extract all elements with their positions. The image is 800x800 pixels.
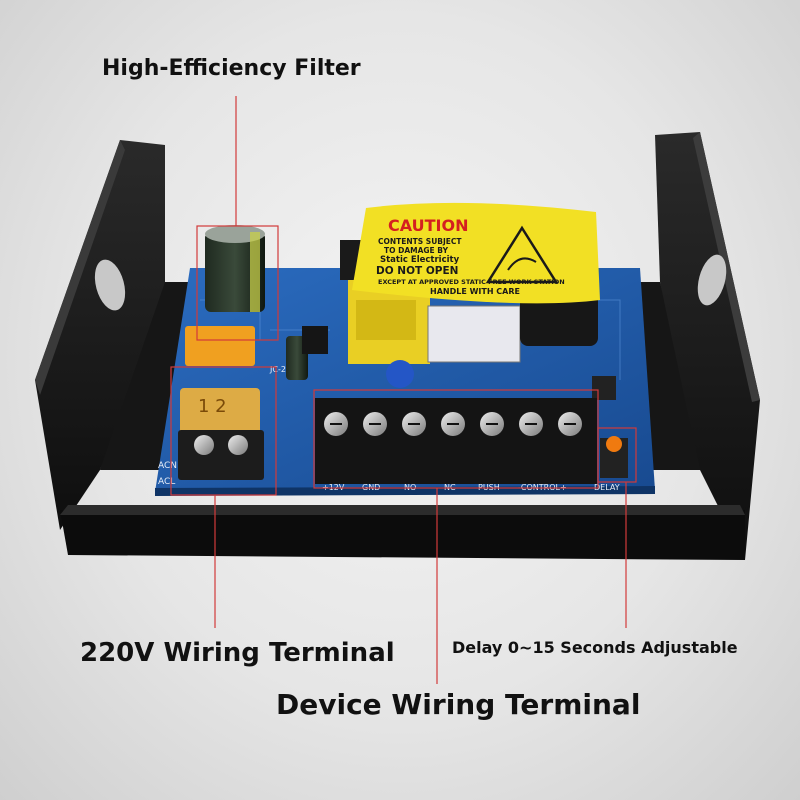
callout-device-wiring-terminal: Device Wiring Terminal bbox=[276, 688, 641, 721]
board-label-version: JC-2.5A bbox=[269, 365, 300, 374]
caution-label: CAUTION CONTENTS SUBJECT TO DAMAGE BY St… bbox=[352, 202, 600, 304]
caution-line-1: CONTENTS SUBJECT bbox=[378, 237, 462, 246]
terminal-label-delay: DELAY bbox=[594, 483, 620, 492]
varistor bbox=[386, 360, 414, 388]
board-label-acl: ACL bbox=[158, 477, 175, 487]
transistor bbox=[592, 376, 616, 400]
ic-chip bbox=[302, 326, 328, 354]
callout-high-efficiency-filter: High-Efficiency Filter bbox=[102, 56, 361, 81]
caution-line-6: HANDLE WITH CARE bbox=[430, 287, 520, 296]
filter-highlight-box bbox=[196, 225, 279, 341]
callout-markers bbox=[170, 96, 637, 684]
fuse-holder: 1 2 bbox=[178, 326, 264, 480]
callout-220v-wiring-terminal: 220V Wiring Terminal bbox=[80, 638, 395, 668]
relay bbox=[427, 305, 521, 363]
caution-line-4: DO NOT OPEN bbox=[376, 265, 458, 277]
caution-line-3: Static Electricity bbox=[380, 255, 460, 265]
delay-potentiometer bbox=[600, 436, 628, 478]
delay-highlight-box bbox=[597, 427, 637, 483]
caution-line-5: EXCEPT AT APPROVED STATIC FREE WORK STAT… bbox=[378, 278, 565, 286]
fuse-text: 1 2 bbox=[198, 396, 227, 417]
device-terminal-block bbox=[315, 398, 597, 484]
filter-capacitor bbox=[205, 225, 265, 312]
wiring-220v-highlight-box bbox=[170, 366, 277, 496]
callout-delay-adjustable: Delay 0~15 Seconds Adjustable bbox=[452, 638, 738, 657]
board-label-acn: ACN bbox=[158, 461, 177, 471]
esd-warning-icon bbox=[485, 225, 559, 284]
caution-title: CAUTION bbox=[388, 216, 468, 235]
caution-line-2: TO DAMAGE BY bbox=[384, 246, 449, 255]
